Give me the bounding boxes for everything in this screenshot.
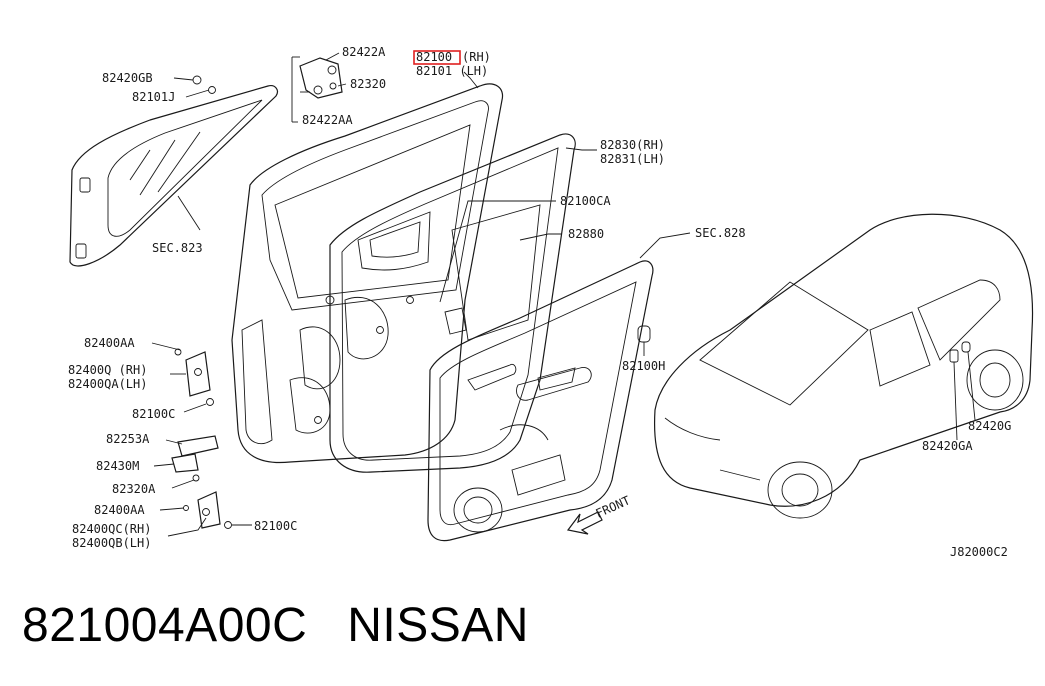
label-82320: 82320 bbox=[350, 77, 386, 91]
label-82101j: 82101J bbox=[132, 90, 175, 104]
label-82400aa: 82400AA bbox=[84, 336, 135, 350]
caption: 821004A00C NISSAN bbox=[22, 598, 529, 653]
label-82430m: 82430M bbox=[96, 459, 139, 473]
front-arrow bbox=[566, 511, 603, 535]
label-sec828: SEC.828 bbox=[695, 226, 746, 240]
label-82253a: 82253A bbox=[106, 432, 150, 446]
part-number: 821004A00C bbox=[22, 599, 308, 652]
car-illustration bbox=[653, 213, 1034, 519]
label-82830: 82830(RH) bbox=[600, 138, 665, 152]
label-82320a: 82320A bbox=[112, 482, 156, 496]
label-82100ca: 82100CA bbox=[560, 194, 611, 208]
label-82100c-lower: 82100C bbox=[254, 519, 297, 533]
inner-panel bbox=[344, 204, 541, 360]
weatherstrip bbox=[329, 133, 576, 473]
lower-hardware bbox=[171, 348, 232, 529]
label-sec823: SEC.823 bbox=[152, 241, 203, 255]
label-rh: (RH) bbox=[462, 50, 491, 64]
highlight-82100 bbox=[413, 50, 461, 65]
label-82100-rh[interactable]: 82100 bbox=[416, 50, 452, 64]
label-82400qb: 82400QB(LH) bbox=[72, 536, 151, 550]
label-82880: 82880 bbox=[568, 227, 604, 241]
quarter-glass bbox=[69, 75, 279, 267]
label-82101-lh: 82101 (LH) bbox=[416, 64, 488, 78]
label-82422a: 82422A bbox=[342, 45, 386, 59]
label-drawing-ref: J82000C2 bbox=[950, 545, 1008, 559]
parts-diagram: 82422A 82100 (RH) 82101 (LH) 82420GB 823… bbox=[68, 45, 1034, 559]
part-labels: 82422A 82100 (RH) 82101 (LH) 82420GB 823… bbox=[68, 45, 1011, 559]
label-82400qc: 82400QC(RH) bbox=[72, 522, 151, 536]
leader-lines bbox=[151, 52, 976, 537]
label-82100h: 82100H bbox=[622, 359, 665, 373]
label-82420g: 82420G bbox=[968, 419, 1011, 433]
door-shell bbox=[231, 83, 504, 464]
door-trim bbox=[427, 260, 654, 542]
label-front: FRONT bbox=[594, 493, 633, 520]
label-82400q: 82400Q (RH) bbox=[68, 363, 147, 377]
label-82422aa: 82422AA bbox=[302, 113, 353, 127]
label-82831: 82831(LH) bbox=[600, 152, 665, 166]
label-82100c-upper: 82100C bbox=[132, 407, 175, 421]
brand-name: NISSAN bbox=[347, 599, 529, 652]
label-82420gb: 82420GB bbox=[102, 71, 153, 85]
label-82420ga: 82420GA bbox=[922, 439, 973, 453]
label-82400aa-lower: 82400AA bbox=[94, 503, 145, 517]
upper-bracket bbox=[299, 57, 343, 99]
label-82400qa: 82400QA(LH) bbox=[68, 377, 147, 391]
